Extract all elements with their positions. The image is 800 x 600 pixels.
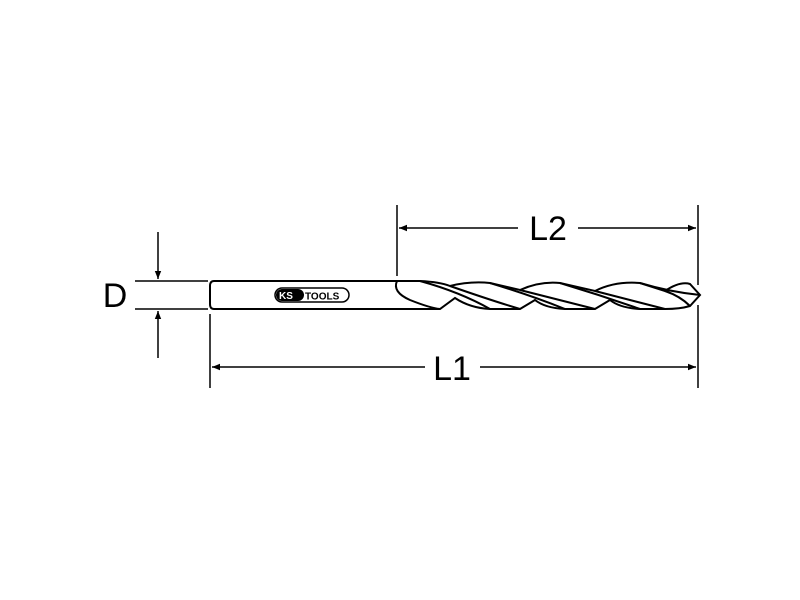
drill-flutes-outline [397,280,702,310]
dimension-d [135,232,208,358]
drill-flute-spiral-2 [489,282,596,310]
dimension-l1-label: L1 [433,350,471,388]
drill-shank [209,280,397,310]
dimension-d-label: D [103,277,128,315]
svg-text:KS: KS [279,291,293,302]
svg-text:TOOLS: TOOLS [305,292,340,303]
drill-flute-spiral-3 [559,282,666,310]
drill-bit [209,280,702,310]
drill-flute-lip [394,280,441,310]
drill-flute-spiral-4 [639,282,701,307]
dimension-l2 [396,205,699,285]
dimension-l1 [209,305,699,388]
dimension-l2-label: L2 [529,210,567,248]
drill-flute-spiral-1 [419,280,521,310]
ks-tools-logo: KS TOOLS [274,287,350,303]
